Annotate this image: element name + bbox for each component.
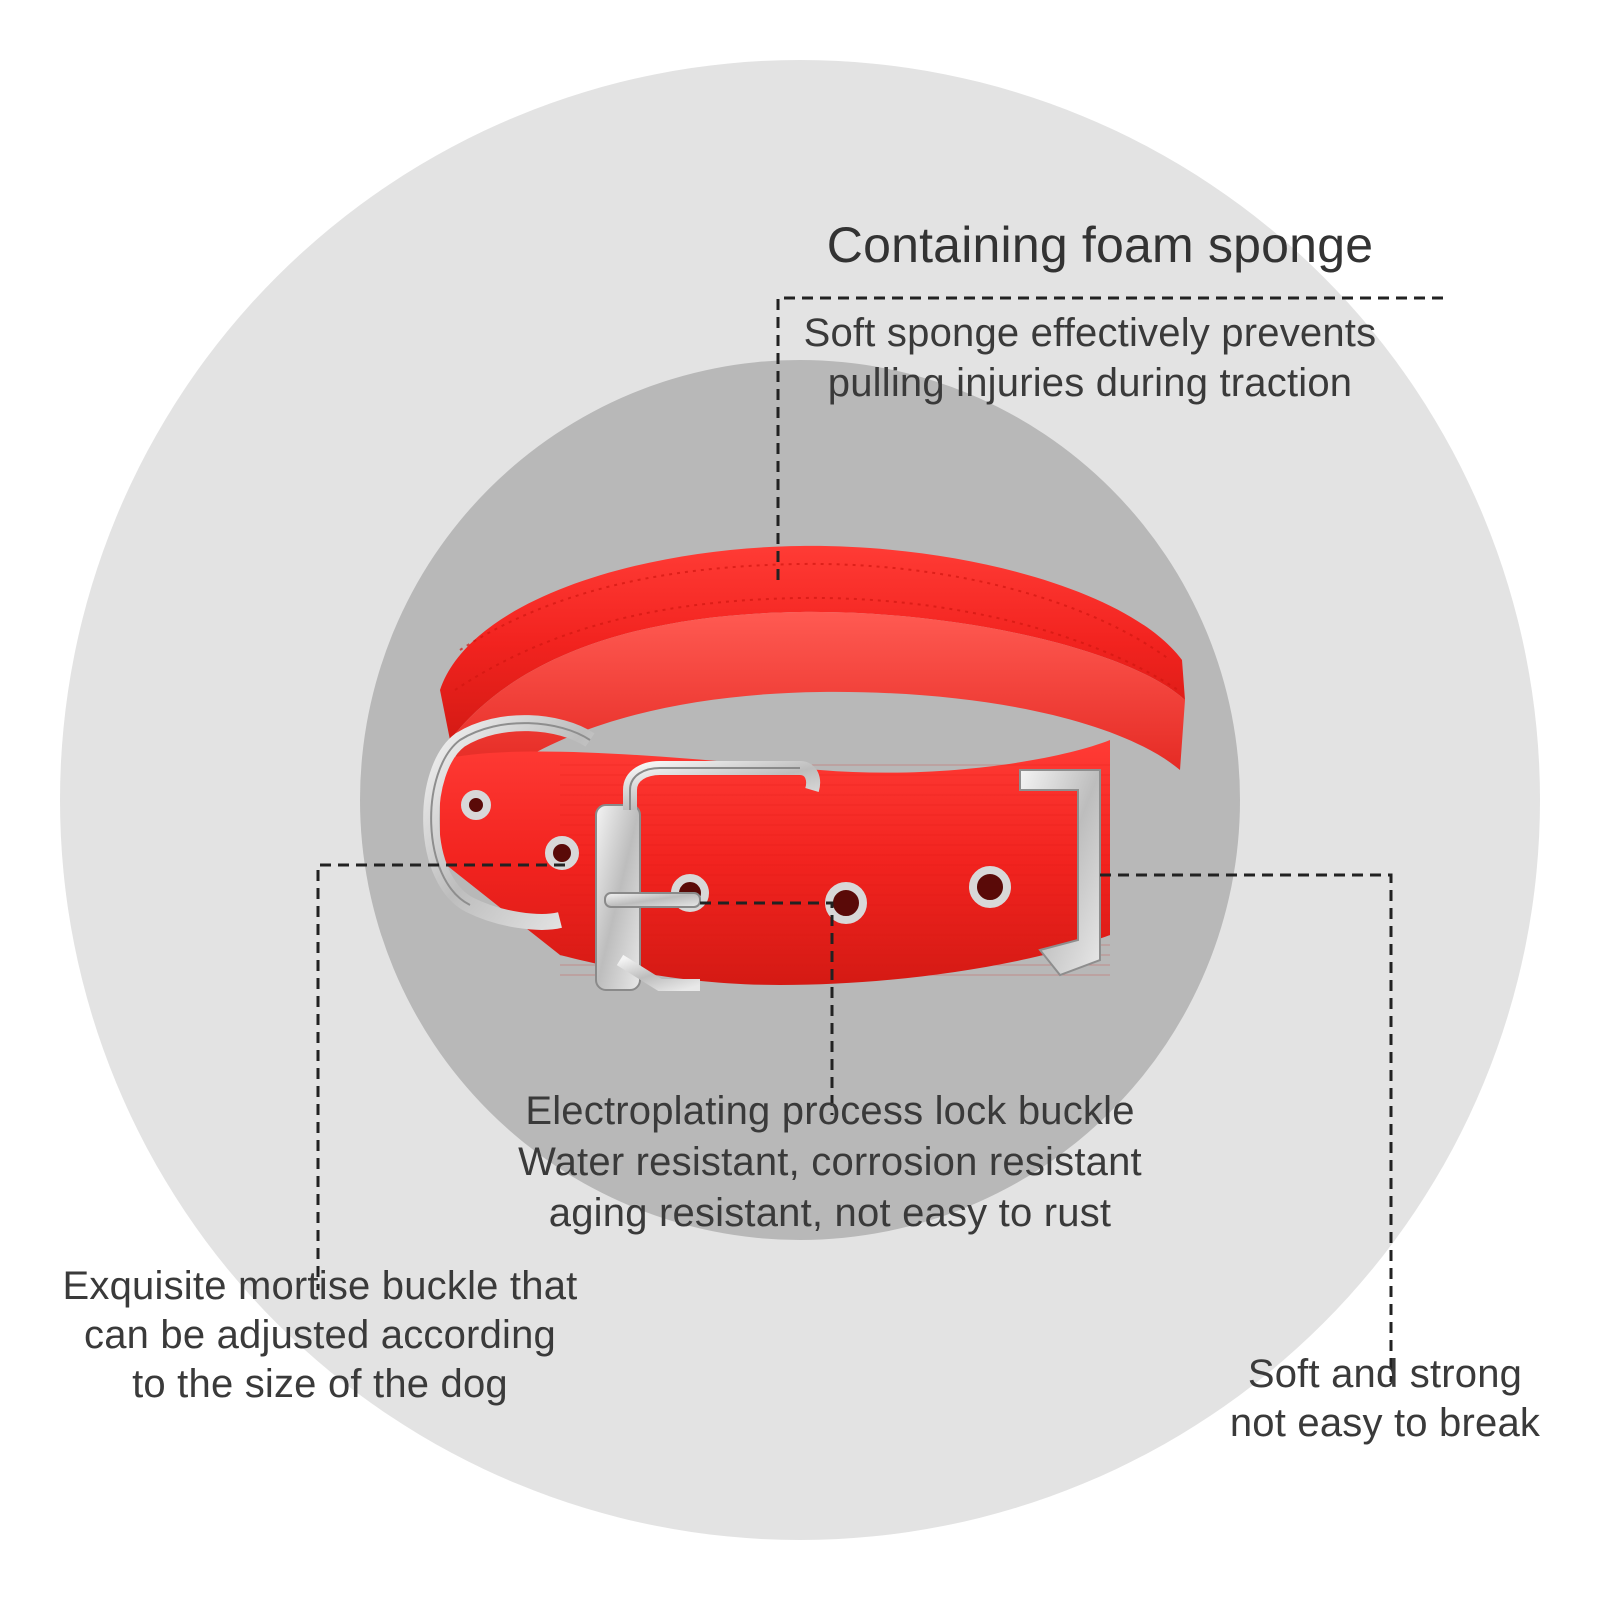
foam-desc-line-2: pulling injuries during traction	[827, 361, 1353, 405]
lock-desc-line-2: Water resistant, corrosion resistant	[518, 1140, 1142, 1184]
mortise-desc-line-3: to the size of the dog	[132, 1362, 508, 1406]
keeper-loop	[1019, 769, 1101, 977]
foam-desc-line-1: Soft sponge effectively prevents	[803, 311, 1377, 355]
collar-back-inner	[450, 611, 1185, 800]
lock-desc-line-3: aging resistant, not easy to rust	[548, 1191, 1112, 1235]
foam-sponge-title: Containing foam sponge	[826, 217, 1374, 273]
lock-desc-line-1: Electroplating process lock buckle	[525, 1089, 1135, 1133]
mortise-buckle-description: Exquisite mortise buckle that can be adj…	[10, 1262, 630, 1409]
leader-lock	[700, 901, 834, 1115]
mortise-desc-line-1: Exquisite mortise buckle that	[62, 1264, 578, 1308]
leader-lines	[316, 296, 1443, 1382]
mortise-desc-line-2: can be adjusted according	[84, 1313, 556, 1357]
pin-buckle	[595, 761, 821, 991]
collar-weave	[560, 760, 1110, 980]
lock-buckle-description: Electroplating process lock buckle Water…	[460, 1086, 1200, 1239]
collar-back-band	[440, 545, 1185, 740]
collar	[423, 545, 1185, 991]
strong-desc-line-2: not easy to break	[1229, 1401, 1541, 1445]
leader-foam	[776, 296, 1443, 585]
leader-strong	[1100, 873, 1393, 1382]
strong-desc-line-1: Soft and strong	[1247, 1352, 1523, 1396]
foam-sponge-description: Soft sponge effectively prevents pulling…	[760, 308, 1420, 408]
leader-mortise	[316, 863, 565, 1290]
strength-description: Soft and strong not easy to break	[1175, 1350, 1595, 1448]
